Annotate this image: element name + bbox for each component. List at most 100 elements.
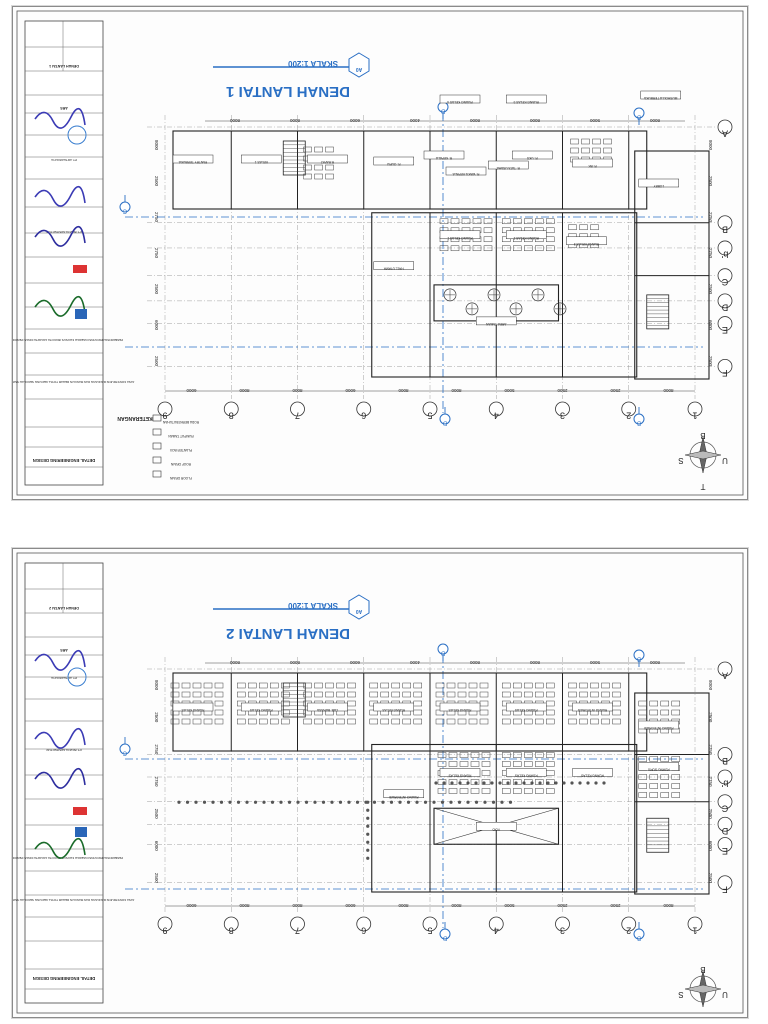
desk [590, 718, 599, 725]
room-name: AREA TAMAN [485, 322, 506, 326]
desk [579, 682, 588, 689]
dimension-label: 8000 [289, 660, 300, 665]
grid-bubble-label: C [721, 277, 728, 287]
contractor-name: PT. ARTHAWIJAYA [51, 158, 77, 162]
dimension-label: 6000 [345, 903, 356, 908]
grid-bubble-label: 3 [560, 411, 565, 421]
room-name: KELAS 1 [255, 160, 268, 164]
planter-tree [531, 288, 545, 302]
grid-bubble-label: 1 [692, 926, 697, 936]
room-tag [172, 702, 214, 712]
grid-bubble [621, 916, 637, 932]
planter-dot [366, 832, 370, 836]
desk [336, 691, 345, 698]
desk [248, 691, 257, 698]
dimension-label: 6000 [186, 903, 197, 908]
drawing-content: DETAIL ENGINEERING DESIGN JASA KONSTRUKSI… [0, 10, 744, 496]
room-name: RUANG KELAS 3 [574, 242, 600, 246]
desk [612, 691, 621, 698]
room-tag [638, 720, 679, 730]
legend-swatch [152, 428, 162, 436]
desk [535, 788, 544, 794]
dimension-label: 8000 [289, 118, 300, 123]
title-badge-text: A0 [356, 608, 363, 614]
planter-dot [253, 800, 258, 804]
desk [479, 691, 489, 698]
legend-entry: ROOF DRAIN [170, 462, 191, 466]
desk [513, 691, 522, 698]
dimension-label: 8000 [229, 118, 240, 123]
compass-needle [684, 984, 722, 994]
desk [314, 146, 323, 153]
legend-entry: PLANTER BOX [169, 448, 192, 452]
planter-dot [449, 800, 453, 804]
desk [481, 770, 491, 776]
grid-bubble-label: 4 [494, 411, 499, 421]
section-marker-label: C [122, 750, 127, 756]
planter-dot [398, 800, 402, 804]
desk [483, 245, 493, 252]
grid-bubble-label: F [722, 368, 728, 378]
desk [502, 218, 511, 225]
desk [347, 682, 356, 689]
dimension-label: 2750 [154, 212, 159, 223]
dimension-label: 6000 [154, 841, 159, 852]
dimension-label: 2500 [154, 809, 159, 820]
planter-dot [366, 824, 370, 828]
planter-tree-detail [555, 303, 565, 314]
grid-bubble-label: D [721, 302, 728, 312]
desk [546, 788, 555, 794]
dimension-side: 8000800025002500275027502750275025002500… [154, 140, 713, 367]
desk [502, 691, 511, 698]
floor-plan-1: DETAIL ENGINEERING DESIGN JASA KONSTRUKSI… [0, 10, 744, 496]
grid-bubble [422, 916, 438, 932]
dimension-label: 6000 [708, 320, 713, 331]
desk [468, 691, 478, 698]
dimension-label: 2500 [557, 903, 568, 908]
room-tag [373, 156, 414, 166]
desk [281, 691, 290, 698]
sheet-title: DENAH LANTAI 1 [49, 64, 79, 68]
desk [369, 718, 378, 725]
desk [546, 227, 555, 234]
desk [660, 756, 669, 762]
legend-swatch [152, 442, 162, 450]
desk [325, 682, 334, 689]
planter-dot [202, 800, 207, 804]
job-title: JASA KONSTRUKSI RANCANG DAN BANGUN REHAB… [13, 380, 134, 384]
room-name: RUANG KELAS [449, 708, 472, 712]
wing-right [634, 150, 710, 380]
desk [570, 147, 579, 154]
grid-bubble-label: b' [721, 779, 728, 789]
planter-dot [440, 800, 445, 804]
desk [380, 691, 389, 698]
section-marker [633, 413, 645, 425]
desk [592, 138, 601, 145]
owner-name: PEMERINTAH PROVINSI DAERAH KHUSUS IBUKOT… [13, 338, 123, 342]
dimension-label: 2500 [610, 388, 621, 393]
desk [524, 718, 533, 725]
room-name: RUANG INTEGRASI [578, 708, 608, 712]
room-tag [638, 178, 679, 188]
project-title: DETAIL ENGINEERING DESIGN [33, 458, 95, 463]
planter-dot [415, 800, 419, 804]
planter-dot [347, 800, 351, 804]
planter-dot [211, 800, 215, 804]
planter-dot [491, 800, 496, 804]
grid-bubble-label: 3 [560, 926, 565, 936]
desk [513, 788, 522, 794]
void [433, 807, 560, 845]
desk [535, 245, 544, 252]
desk [413, 709, 422, 716]
grid-bubble [717, 119, 733, 135]
desk [214, 718, 224, 725]
planter-dot [279, 800, 283, 804]
planter-dot [185, 800, 190, 804]
dimension-label: 8000 [529, 118, 540, 123]
